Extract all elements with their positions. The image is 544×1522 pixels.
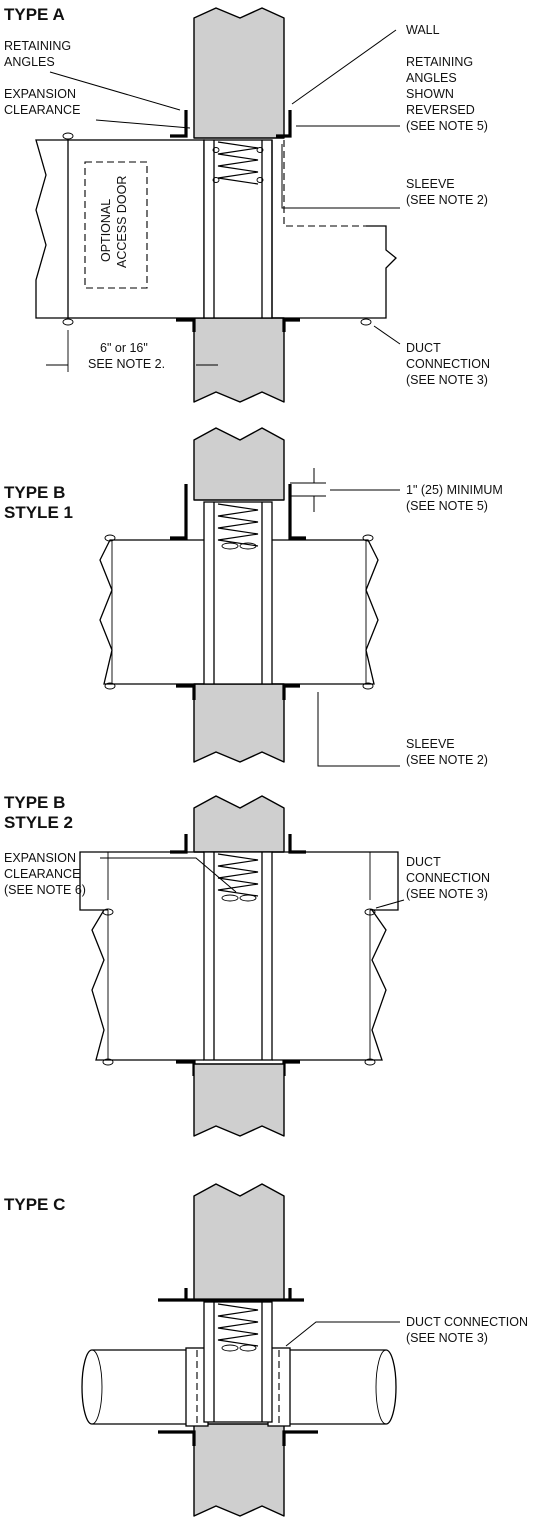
- type-b1-wall-upper: [193, 427, 285, 501]
- type-c-round-duct-right: [281, 1349, 397, 1425]
- type-b2-title-1: TYPE B: [4, 793, 65, 812]
- type-b2-duct-2: CONNECTION: [406, 871, 490, 885]
- type-b1-min-1: 1" (25) MINIMUM: [406, 483, 503, 497]
- type-c-section: TYPE C DUCT CONNECTION (SEE NOTE 3): [4, 1183, 528, 1517]
- type-a-title: TYPE A: [4, 5, 65, 24]
- type-b1-wall-lower: [193, 683, 285, 763]
- type-b2-sleeve-right: [272, 851, 399, 1061]
- type-b2-title-2: STYLE 2: [4, 813, 73, 832]
- type-b1-blade-stack: [217, 503, 259, 547]
- type-b1-sleeve-2: (SEE NOTE 2): [406, 753, 488, 767]
- type-a-wall-label: WALL: [406, 23, 440, 37]
- type-b-style-1-section: TYPE B STYLE 1 1" (25) MINIMUM (SEE N: [4, 427, 503, 767]
- type-a-dim-1: 6" or 16": [100, 341, 148, 355]
- type-a-retaining-angles-1: RETAINING: [4, 39, 71, 53]
- type-c-round-duct-left: [81, 1349, 197, 1425]
- type-a-rev-4: REVERSED: [406, 103, 475, 117]
- type-c-wall-upper: [193, 1183, 285, 1301]
- type-b2-wall-under: [193, 1063, 285, 1137]
- type-a-duct-2: CONNECTION: [406, 357, 490, 371]
- type-b-style-2-section: TYPE B STYLE 2: [4, 793, 490, 1137]
- type-a-retaining-angle-upper-right: [276, 110, 292, 138]
- type-c-damper-frame: [203, 1301, 273, 1423]
- type-a-wall-upper: [193, 7, 285, 139]
- type-b1-sleeve-right: [272, 539, 379, 685]
- type-c-title: TYPE C: [4, 1195, 65, 1214]
- type-a-section: TYPE A OPTIONAL ACCESS DOOR: [4, 5, 490, 403]
- type-a-access-door-label-2: ACCESS DOOR: [115, 176, 129, 268]
- type-c-blade-stack: [217, 1303, 259, 1347]
- type-b2-duct-1: DUCT: [406, 855, 441, 869]
- type-b1-title-1: TYPE B: [4, 483, 65, 502]
- type-a-damper-frame: [203, 139, 273, 319]
- type-b1-damper-frame: [203, 501, 273, 685]
- type-a-rev-5: (SEE NOTE 5): [406, 119, 488, 133]
- type-a-break-left: [35, 139, 68, 319]
- type-a-sleeve-1: SLEEVE: [406, 177, 455, 191]
- type-a-access-door: [84, 161, 148, 289]
- type-a-retaining-angle-upper-left: [170, 110, 188, 138]
- type-a-sleeve-left: [67, 139, 205, 319]
- type-a-dim-2: SEE NOTE 2.: [88, 357, 165, 371]
- type-a-rev-2: ANGLES: [406, 71, 457, 85]
- type-a-expansion-clearance-1: EXPANSION: [4, 87, 76, 101]
- type-a-wall-lower: [193, 317, 285, 403]
- type-a-blade-stack: [217, 141, 259, 185]
- type-c-wall-lower: [193, 1423, 285, 1517]
- type-a-expansion-clearance-2: CLEARANCE: [4, 103, 80, 117]
- type-a-duct-1: DUCT: [406, 341, 441, 355]
- type-b2-duct-3: (SEE NOTE 3): [406, 887, 488, 901]
- type-a-sleeve-2: (SEE NOTE 2): [406, 193, 488, 207]
- type-a-access-door-label-1: OPTIONAL: [99, 199, 113, 262]
- type-b2-wall-upper: [193, 795, 285, 853]
- type-c-duct-2: (SEE NOTE 3): [406, 1331, 488, 1345]
- type-b1-sleeve-left: [99, 539, 204, 685]
- type-c-duct-1: DUCT CONNECTION: [406, 1315, 528, 1329]
- type-a-duct-3: (SEE NOTE 3): [406, 373, 488, 387]
- type-b2-blade-stack: [217, 853, 259, 897]
- type-b1-sleeve-1: SLEEVE: [406, 737, 455, 751]
- type-b1-min-2: (SEE NOTE 5): [406, 499, 488, 513]
- type-a-rev-1: RETAINING: [406, 55, 473, 69]
- type-a-rev-3: SHOWN: [406, 87, 454, 101]
- type-b2-exp-3: (SEE NOTE 6): [4, 883, 86, 897]
- type-b2-sleeve-left: [79, 851, 204, 1061]
- type-b2-exp-1: EXPANSION: [4, 851, 76, 865]
- type-b2-exp-2: CLEARANCE: [4, 867, 80, 881]
- type-a-retaining-angles-2: ANGLES: [4, 55, 55, 69]
- type-a-break-right: [366, 225, 397, 319]
- type-b1-title-2: STYLE 1: [4, 503, 73, 522]
